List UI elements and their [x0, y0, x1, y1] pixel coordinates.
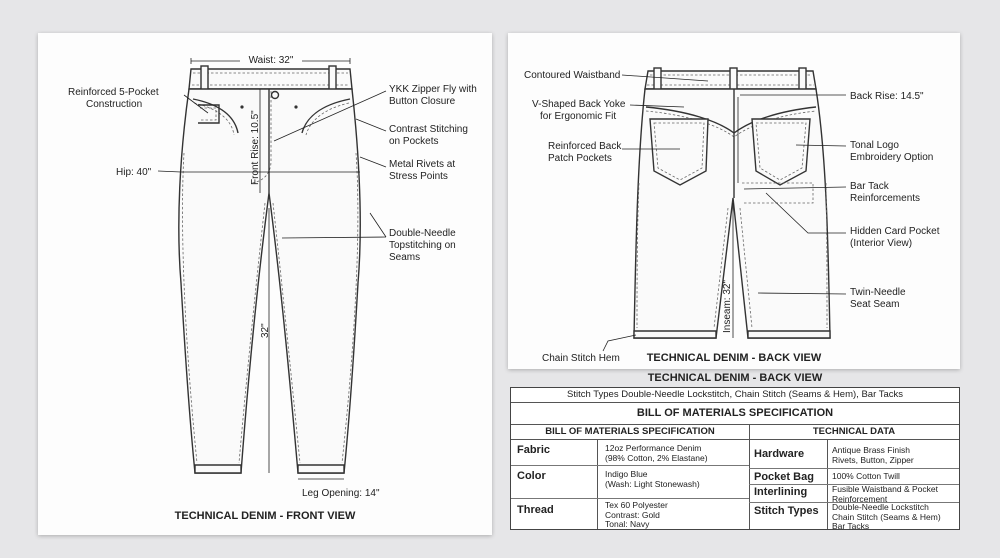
front-button — [270, 90, 280, 100]
front-view-caption: TECHNICAL DENIM - FRONT VIEW — [175, 510, 356, 522]
bom-title: BILL OF MATERIALS SPECIFICATION — [511, 403, 959, 425]
pocket-bag-key: Pocket Bag — [754, 471, 814, 483]
back-view-caption: TECHNICAL DENIM - BACK VIEW — [647, 352, 822, 364]
interlining-key: Interlining — [754, 486, 808, 498]
length-label: 32" — [260, 323, 271, 338]
right-header: TECHNICAL DATA — [812, 426, 896, 437]
ykk-zipper-label: YKK Zipper Fly with Button Closure — [389, 84, 480, 107]
color-value: Indigo Blue (Wash: Light Stonewash) — [605, 469, 700, 489]
back-view-sheet: Inseam: 32" Contoured Waistband V-Shaped… — [508, 33, 960, 369]
chain-stitch-label: Chain Stitch Hem — [542, 353, 620, 364]
front-rise-label: Front Rise: 10.5" — [250, 110, 261, 185]
hardware-key: Hardware — [754, 448, 805, 460]
front-view-sheet: Waist: 32" Hip: 40" Front Rise: 10.5" 32… — [38, 33, 492, 535]
leg-opening-label: Leg Opening: 14" — [302, 488, 380, 499]
front-right-pocket — [301, 98, 351, 134]
coin-pocket — [198, 104, 220, 124]
hip-label: Hip: 40" — [116, 167, 152, 178]
thread-value: Tex 60 Polyester Contrast: Gold Tonal: N… — [605, 500, 668, 529]
front-waistband — [188, 68, 353, 90]
back-rise-label: Back Rise: 14.5" — [850, 91, 924, 102]
back-right-pocket — [751, 118, 811, 186]
thread-key: Thread — [517, 504, 554, 516]
interlining-value: Fusible Waistband & Pocket Reinforcement — [832, 484, 938, 504]
fabric-value: 12oz Performance Denim (98% Cotton, 2% E… — [605, 443, 708, 463]
contrast-stitching-label: Contrast Stitching on Pockets — [389, 124, 471, 147]
left-header: BILL OF MATERIALS SPECIFICATION — [545, 426, 715, 437]
color-key: Color — [517, 470, 546, 482]
bar-tack-label: Bar Tack Reinforcements — [850, 181, 920, 204]
back-view-drawing: Inseam: 32" Contoured Waistband V-Shaped… — [524, 67, 942, 364]
pocket-bag-value: 100% Cotton Twill — [832, 471, 900, 481]
hardware-value: Antique Brass Finish Rivets, Button, Zip… — [832, 445, 914, 465]
back-yoke-label: V-Shaped Back Yoke for Ergonomic Fit — [532, 99, 628, 122]
front-left-pocket — [192, 98, 239, 134]
patch-pockets-label: Reinforced Back Patch Pockets — [548, 141, 624, 164]
pocket-construction-label: Reinforced 5-Pocket Construction — [68, 87, 161, 110]
table-header-row: BILL OF MATERIALS SPECIFICATION TECHNICA… — [511, 425, 959, 440]
belt-loop — [200, 65, 209, 93]
waist-label: Waist: 32" — [249, 55, 294, 66]
bom-spec-table: Stitch Types Double-Needle Lockstitch, C… — [510, 387, 960, 531]
tonal-logo-label: Tonal Logo Embroidery Option — [850, 140, 933, 163]
belt-loop — [328, 65, 337, 93]
hidden-card-label: Hidden Card Pocket (Interior View) — [850, 226, 942, 249]
stitch-types-key: Stitch Types — [754, 505, 819, 517]
back-left-pocket — [649, 118, 709, 186]
stitch-types-row: Stitch Types Double-Needle Lockstitch, C… — [511, 388, 959, 403]
inseam-label: Inseam: 32" — [722, 280, 733, 333]
contoured-waistband-label: Contoured Waistband — [524, 70, 620, 81]
fabric-key: Fabric — [517, 444, 551, 456]
metal-rivets-label: Metal Rivets at Stress Points — [389, 159, 458, 182]
front-leg-outline — [178, 88, 361, 474]
double-needle-label: Double-Needle Topstitching on Seams — [389, 228, 459, 263]
front-view-drawing: Waist: 32" Hip: 40" Front Rise: 10.5" 32… — [68, 52, 480, 522]
stitch-types-value: Double-Needle Lockstitch Chain Stitch (S… — [832, 502, 941, 531]
twin-needle-label: Twin-Needle Seat Seam — [850, 287, 908, 310]
spec-caption: TECHNICAL DENIM - BACK VIEW — [647, 372, 823, 384]
